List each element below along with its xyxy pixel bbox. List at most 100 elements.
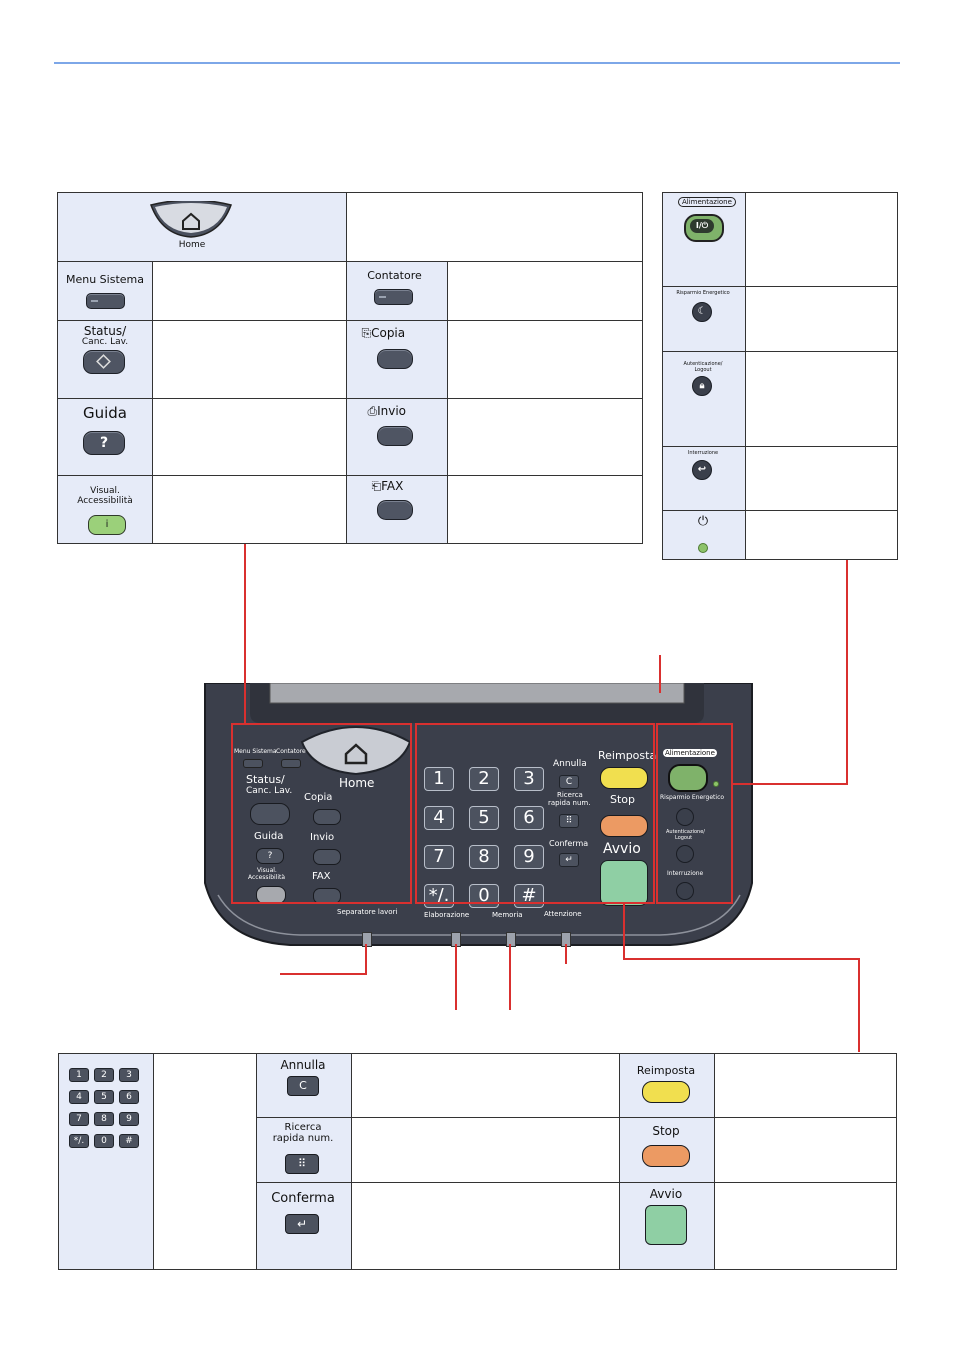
callout-start-v: [623, 904, 625, 959]
panel-separatore-label: Separatore lavori: [337, 908, 398, 916]
bottom-ricerca-cell: Ricerca rapida num. ⠿: [256, 1117, 352, 1183]
panel-ricerca-label-2: rapida num.: [548, 799, 591, 807]
invio-cell: ⎙Invio: [346, 398, 448, 476]
callout-display: [659, 655, 661, 693]
interruzione-cell: Interruzione ↩: [662, 445, 746, 511]
bottom-key-6: 6: [119, 1090, 139, 1104]
bottom-key-12: #: [119, 1134, 139, 1148]
copy-icon: ⎘: [361, 326, 372, 340]
bottom-key-4: 4: [69, 1090, 89, 1104]
panel-avvio-key: [600, 860, 648, 906]
panel-key-1: 1: [424, 767, 454, 791]
callout-right-h: [732, 783, 848, 785]
interrupt-icon: ↩: [692, 459, 712, 480]
separatore-indicator: [362, 932, 372, 947]
bottom-ricerca-desc: [351, 1117, 620, 1183]
panel-alimentazione-label: Alimentazione: [663, 749, 717, 757]
panel-key-9: 9: [514, 845, 544, 869]
panel-reimposta-label: Reimposta: [598, 749, 657, 762]
bottom-key-5: 5: [94, 1090, 114, 1104]
panel-stop-key: [600, 815, 648, 837]
right-group-highlight: [656, 723, 733, 904]
menu-sistema-label: Menu Sistema: [65, 273, 144, 286]
fax-label: ⎗FAX: [371, 479, 404, 493]
panel-status-label-1: Status/: [246, 773, 285, 786]
panel-copia-key: [313, 809, 341, 825]
panel-menu-sistema-label: Menu Sistema: [234, 748, 277, 755]
menu-sistema-key: [86, 293, 125, 309]
bottom-stop-label: Stop: [652, 1124, 680, 1139]
memoria-indicator: [506, 932, 516, 947]
top-key-table: Home Menu Sistema Contatore Status/ Canc…: [56, 192, 644, 544]
panel-key-4: 4: [424, 806, 454, 830]
panel-conferma-label: Conferma: [549, 839, 589, 848]
alimentazione-cell: Alimentazione I/⏻: [662, 191, 746, 288]
panel-annulla-label: Annulla: [553, 759, 587, 769]
send-icon: ⎙: [367, 404, 378, 418]
visual-cell: Visual. Accessibilità i: [57, 475, 153, 544]
bottom-annulla-label: Annulla: [280, 1058, 326, 1072]
bottom-avvio-key: [645, 1204, 687, 1245]
panel-visual-label-1: Visual.: [257, 867, 277, 874]
bottom-reimposta-cell: Reimposta: [619, 1052, 715, 1119]
bottom-annulla-desc: [351, 1052, 620, 1119]
panel-ricerca-label-1: Ricerca: [557, 791, 583, 799]
bottom-conferma-key: ↵: [285, 1213, 319, 1234]
callout-attenzione: [565, 944, 567, 964]
panel-autenticazione-label-2: Logout: [675, 835, 693, 841]
panel-home-key: [300, 726, 412, 776]
menu-sistema-desc: [151, 261, 348, 321]
panel-invio-label: Invio: [310, 832, 335, 843]
fax-cell: ⎗FAX: [346, 475, 448, 544]
panel-avvio-label: Avvio: [603, 841, 641, 857]
bottom-key-11: 0: [94, 1134, 114, 1148]
panel-reimposta-key: [600, 767, 648, 789]
panel-autenticazione-key: [676, 845, 694, 863]
panel-menu-sistema-key: [243, 759, 263, 768]
panel-autenticazione-label-1: Autenticazione/: [666, 829, 705, 835]
panel-key-5: 5: [469, 806, 499, 830]
power-icon: I/⏻: [690, 219, 714, 233]
home-label: Home: [178, 240, 206, 250]
bottom-key-10: */.: [69, 1134, 89, 1148]
interruzione-desc: [744, 445, 899, 511]
visual-label-1: Visual.: [90, 486, 120, 496]
callout-left: [244, 544, 246, 724]
power-key: I/⏻: [684, 214, 724, 242]
callout-start-h: [623, 958, 860, 960]
bottom-ricerca-label-2: rapida num.: [272, 1133, 334, 1145]
bottom-reimposta-desc: [714, 1052, 897, 1119]
home-key-cell: Home: [56, 192, 348, 262]
home-icon: [344, 743, 368, 765]
callout-memoria: [509, 944, 511, 1010]
panel-status-key: [250, 803, 290, 825]
info-icon: i: [105, 519, 109, 530]
visual-key: i: [88, 515, 126, 535]
home-desc-cell: [346, 192, 643, 262]
copia-cell: ⎘Copia: [346, 320, 448, 399]
panel-interruzione-key: [676, 882, 694, 900]
status-cell: Status/ Canc. Lav.: [57, 320, 153, 399]
panel-status-label-2: Canc. Lav.: [246, 786, 293, 796]
main-power-led: [698, 542, 708, 553]
panel-risparmio-key: [676, 808, 694, 826]
main-power-icon: ⏻: [697, 513, 709, 529]
interruzione-label: Interruzione: [687, 449, 719, 456]
panel-key-8: 8: [469, 845, 499, 869]
guida-key: ?: [83, 431, 125, 455]
status-label-1: Status/: [83, 324, 127, 338]
panel-memoria-label: Memoria: [492, 911, 523, 919]
copia-key: [377, 349, 414, 369]
panel-copia-label: Copia: [304, 792, 333, 803]
panel-risparmio-label: Risparmio Energetico: [660, 794, 725, 801]
panel-interruzione-label: Interruzione: [667, 870, 704, 877]
guida-label: Guida: [82, 404, 127, 422]
bottom-ricerca-label-1: Ricerca: [284, 1122, 322, 1134]
risparmio-label: Risparmio Energetico: [676, 290, 730, 297]
autenticazione-label-1: Autenticazione/: [683, 361, 723, 368]
bottom-reimposta-key: [642, 1081, 690, 1103]
bottom-conferma-label: Conferma: [271, 1190, 335, 1206]
panel-fax-label: FAX: [312, 871, 331, 882]
header-rule: [54, 62, 900, 64]
